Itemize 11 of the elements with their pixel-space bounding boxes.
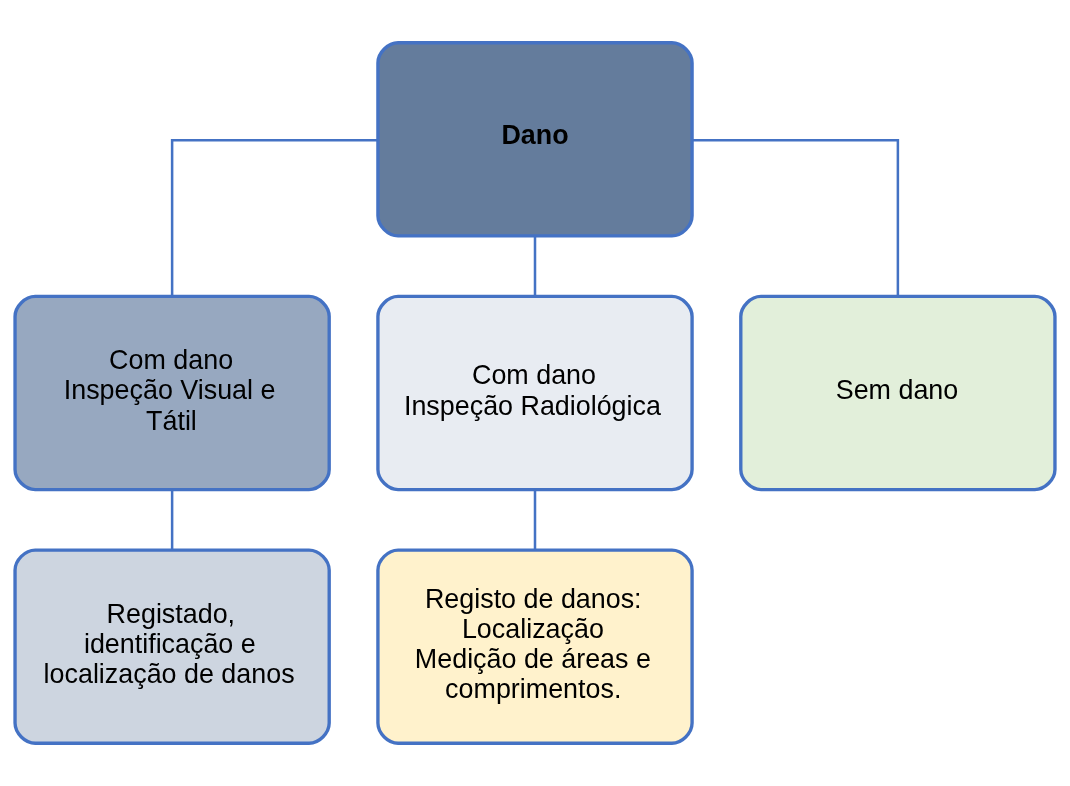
node-box: Dano bbox=[376, 41, 694, 238]
connector bbox=[533, 235, 537, 297]
connector bbox=[533, 489, 537, 550]
node-box: Registo de danos: Localização Medição de áreas e comprimentos. bbox=[376, 548, 694, 745]
connector bbox=[692, 138, 900, 296]
node-box: Registado, identificação e localização de danos bbox=[13, 548, 331, 745]
node-box: Com dano Inspeção Visual e Tátil bbox=[13, 294, 331, 492]
node-box: Sem dano bbox=[739, 294, 1057, 492]
node-box: Com dano Inspeção Radiológica bbox=[376, 294, 694, 492]
connector bbox=[170, 489, 174, 550]
connector bbox=[170, 138, 378, 296]
